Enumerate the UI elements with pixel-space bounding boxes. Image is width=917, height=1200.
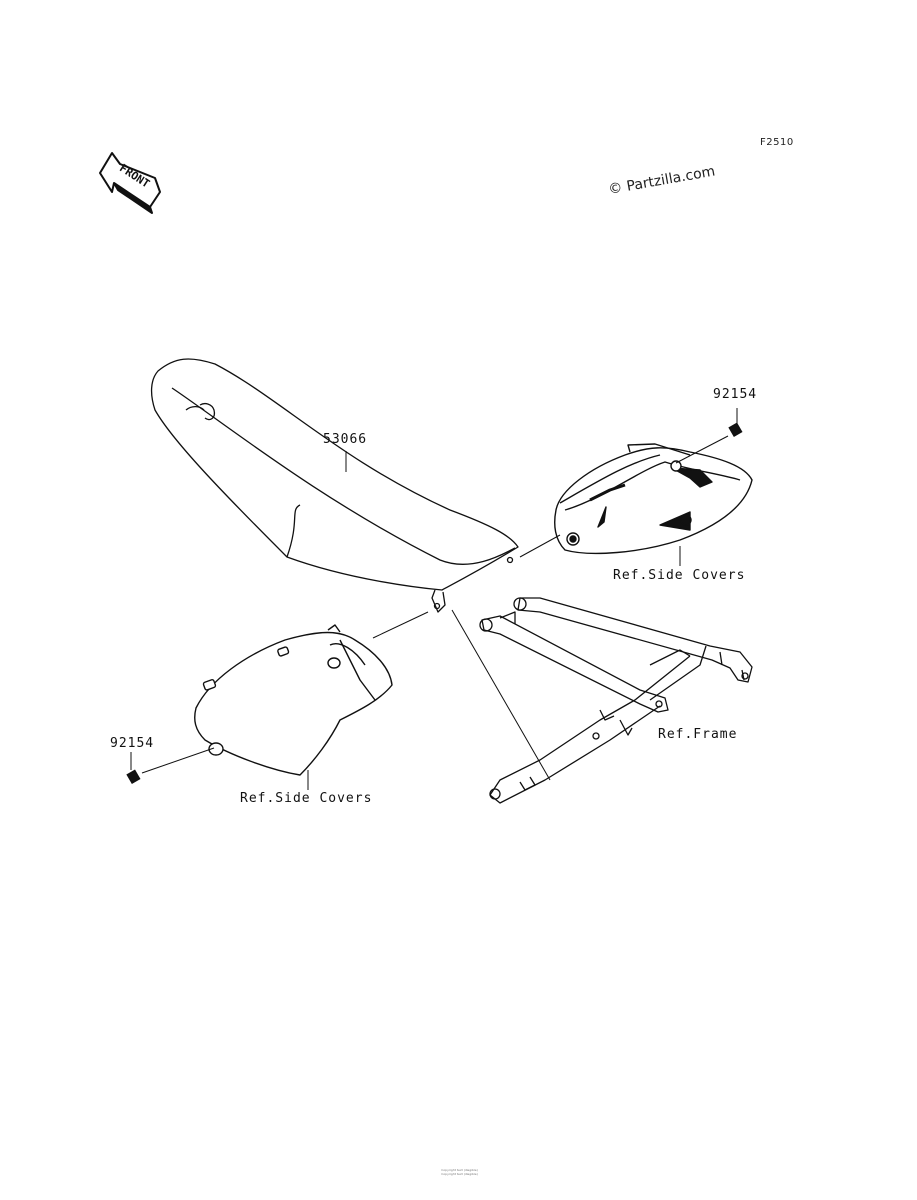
seat-part <box>150 358 519 613</box>
footer-line-1: Copyright text (illegible) <box>441 1168 478 1172</box>
figure-code: F2510 <box>760 137 794 148</box>
right-cover-guide <box>519 534 561 558</box>
footer-copyright: Copyright text (illegible) Copyright tex… <box>352 1168 567 1176</box>
callout-seat: 53066 <box>323 432 368 447</box>
bolt-right-guide <box>675 435 729 464</box>
callout-bolt-left: 92154 <box>110 736 155 751</box>
bolt-left-guide <box>141 747 215 774</box>
bolt-right-icon <box>728 408 743 438</box>
seat-frame-guide <box>451 609 551 781</box>
footer-line-2: Copyright text (illegible) <box>441 1172 478 1176</box>
left-side-cover-part <box>194 624 393 776</box>
callout-bolt-right: 92154 <box>713 387 758 402</box>
bolt-left-icon <box>126 752 141 785</box>
callout-side-covers-left: Ref.Side Covers <box>240 791 373 806</box>
front-arrow-icon: FRONT <box>99 152 161 214</box>
right-side-cover-part <box>554 443 753 555</box>
frame-part <box>479 597 753 804</box>
left-cover-guide <box>372 611 429 639</box>
callout-side-covers-right: Ref.Side Covers <box>613 568 746 583</box>
callout-frame: Ref.Frame <box>658 727 738 742</box>
